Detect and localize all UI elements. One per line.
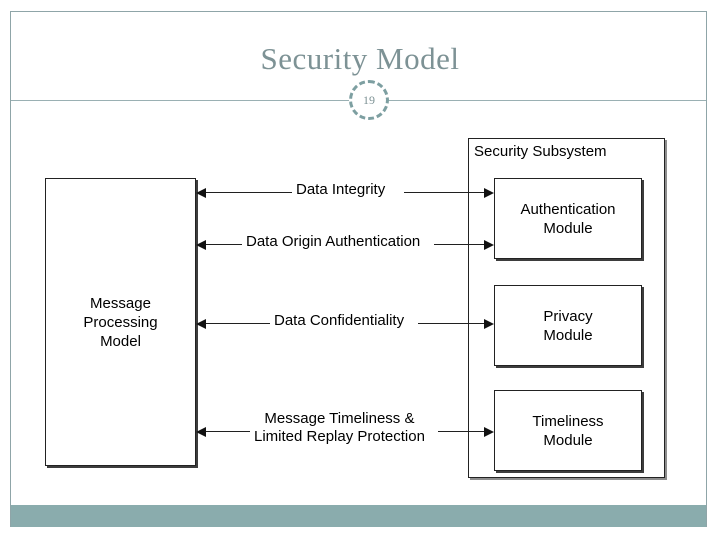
arrow-left-icon xyxy=(196,427,206,437)
auth-label-line2: Module xyxy=(543,219,593,237)
connector-label-data-origin-authentication: Data Origin Authentication xyxy=(242,233,425,251)
mpm-label-line1: Message xyxy=(90,294,151,312)
connector-label-line2: Limited Replay Protection xyxy=(254,428,425,445)
title-divider-left xyxy=(11,100,349,101)
connector-label-line1: Message Timeliness & xyxy=(264,410,415,427)
privacy-module-label: Privacy Module xyxy=(543,307,592,345)
timeliness-module-box: Timeliness Module xyxy=(494,390,642,471)
slide-number-label: 19 xyxy=(363,93,375,107)
authentication-module-box: Authentication Module xyxy=(494,178,642,259)
timeliness-module-label: Timeliness Module xyxy=(532,412,603,450)
connector-label-line1: Data Integrity xyxy=(296,181,386,198)
connector-line-left xyxy=(206,244,246,245)
privacy-module-box: Privacy Module xyxy=(494,285,642,366)
connector-data-confidentiality: Data Confidentiality xyxy=(196,312,494,330)
arrow-left-icon xyxy=(196,188,206,198)
footer-accent-bar xyxy=(11,505,706,527)
connector-line-left xyxy=(206,323,274,324)
arrow-right-icon xyxy=(484,188,494,198)
mpm-label-line2: Processing xyxy=(83,313,158,331)
connector-line-left xyxy=(206,192,296,193)
timeliness-label-line2: Module xyxy=(543,431,593,449)
arrow-left-icon xyxy=(196,240,206,250)
connector-line-right xyxy=(404,192,484,193)
arrow-right-icon xyxy=(484,427,494,437)
connector-data-integrity: Data Integrity xyxy=(196,181,494,199)
connector-label-line1: Data Origin Authentication xyxy=(246,233,421,250)
arrow-right-icon xyxy=(484,319,494,329)
authentication-module-label: Authentication Module xyxy=(520,200,615,238)
message-processing-model-box: Message Processing Model xyxy=(45,178,196,466)
page-title: Security Model xyxy=(260,41,460,76)
connector-label-data-confidentiality: Data Confidentiality xyxy=(270,312,409,330)
connector-line-left xyxy=(206,431,254,432)
connector-line-right xyxy=(418,323,484,324)
privacy-label-line2: Module xyxy=(543,326,593,344)
connector-label-message-timeliness: Message Timeliness & Limited Replay Prot… xyxy=(250,410,429,446)
timeliness-label-line1: Timeliness xyxy=(532,412,604,430)
slide-number-badge: 19 xyxy=(349,80,389,120)
arrow-left-icon xyxy=(196,319,206,329)
message-processing-model-label: Message Processing Model xyxy=(83,294,157,351)
title-divider-right xyxy=(381,100,706,101)
connector-data-origin-authentication: Data Origin Authentication xyxy=(196,233,494,251)
connector-line-right xyxy=(438,431,484,432)
security-subsystem-label: Security Subsystem xyxy=(474,143,607,160)
auth-label-line1: Authentication xyxy=(520,200,616,218)
privacy-label-line1: Privacy xyxy=(543,307,593,325)
connector-line-right xyxy=(434,244,484,245)
mpm-label-line3: Model xyxy=(100,332,141,350)
connector-label-data-integrity: Data Integrity xyxy=(292,181,390,199)
connector-label-line1: Data Confidentiality xyxy=(274,312,405,329)
arrow-right-icon xyxy=(484,240,494,250)
connector-message-timeliness: Message Timeliness & Limited Replay Prot… xyxy=(196,410,494,446)
